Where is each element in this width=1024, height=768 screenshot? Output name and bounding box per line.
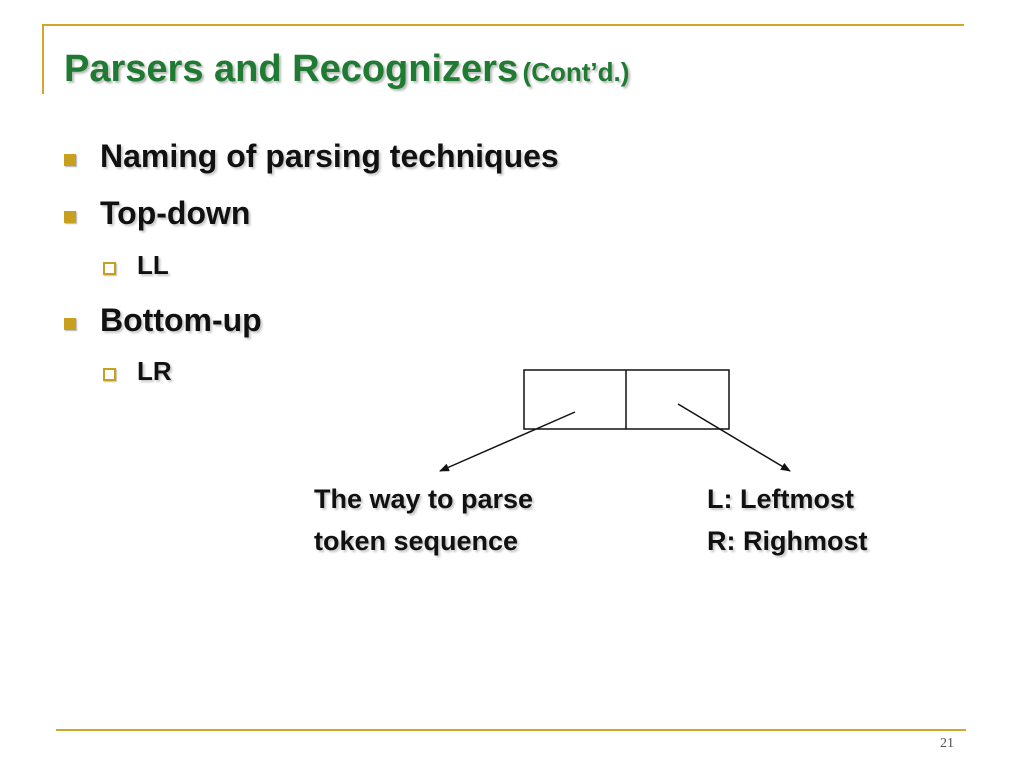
annotation-left-line-1: The way to parse [314, 484, 534, 514]
bullet-square-icon [64, 318, 76, 330]
sub-bullet-item: LL [137, 250, 169, 280]
bullet-item: Bottom-up [100, 302, 262, 338]
bullet-square-icon [64, 211, 76, 223]
frame-left-rule [42, 24, 44, 94]
arrow-right [677, 403, 791, 472]
annotation-right-line-1: L: Leftmost [707, 484, 854, 514]
slide-title: Parsers and Recognizers (Cont’d.) [64, 48, 629, 91]
sub-bullet-square-icon [103, 368, 116, 381]
bullet-square-icon [64, 154, 76, 166]
slide-title-sub: (Cont’d.) [522, 57, 630, 87]
sub-bullet-square-icon [103, 262, 116, 275]
annotation-right-line-2: R: Righmost [707, 526, 868, 556]
bullet-item: Naming of parsing techniques [100, 138, 559, 174]
annotation-left: The way to parse token sequence [314, 478, 533, 562]
annotation-left-line-2: token sequence [314, 526, 519, 556]
slide-number: 21 [940, 736, 954, 751]
frame-top-rule [42, 24, 964, 26]
frame-bottom-rule [56, 729, 966, 731]
slide-title-main: Parsers and Recognizers [64, 48, 519, 90]
arrow-left [439, 411, 576, 472]
sub-bullet-item: LR [137, 356, 172, 386]
bullet-item: Top-down [100, 195, 251, 231]
annotation-right: L: Leftmost R: Righmost [707, 478, 867, 562]
